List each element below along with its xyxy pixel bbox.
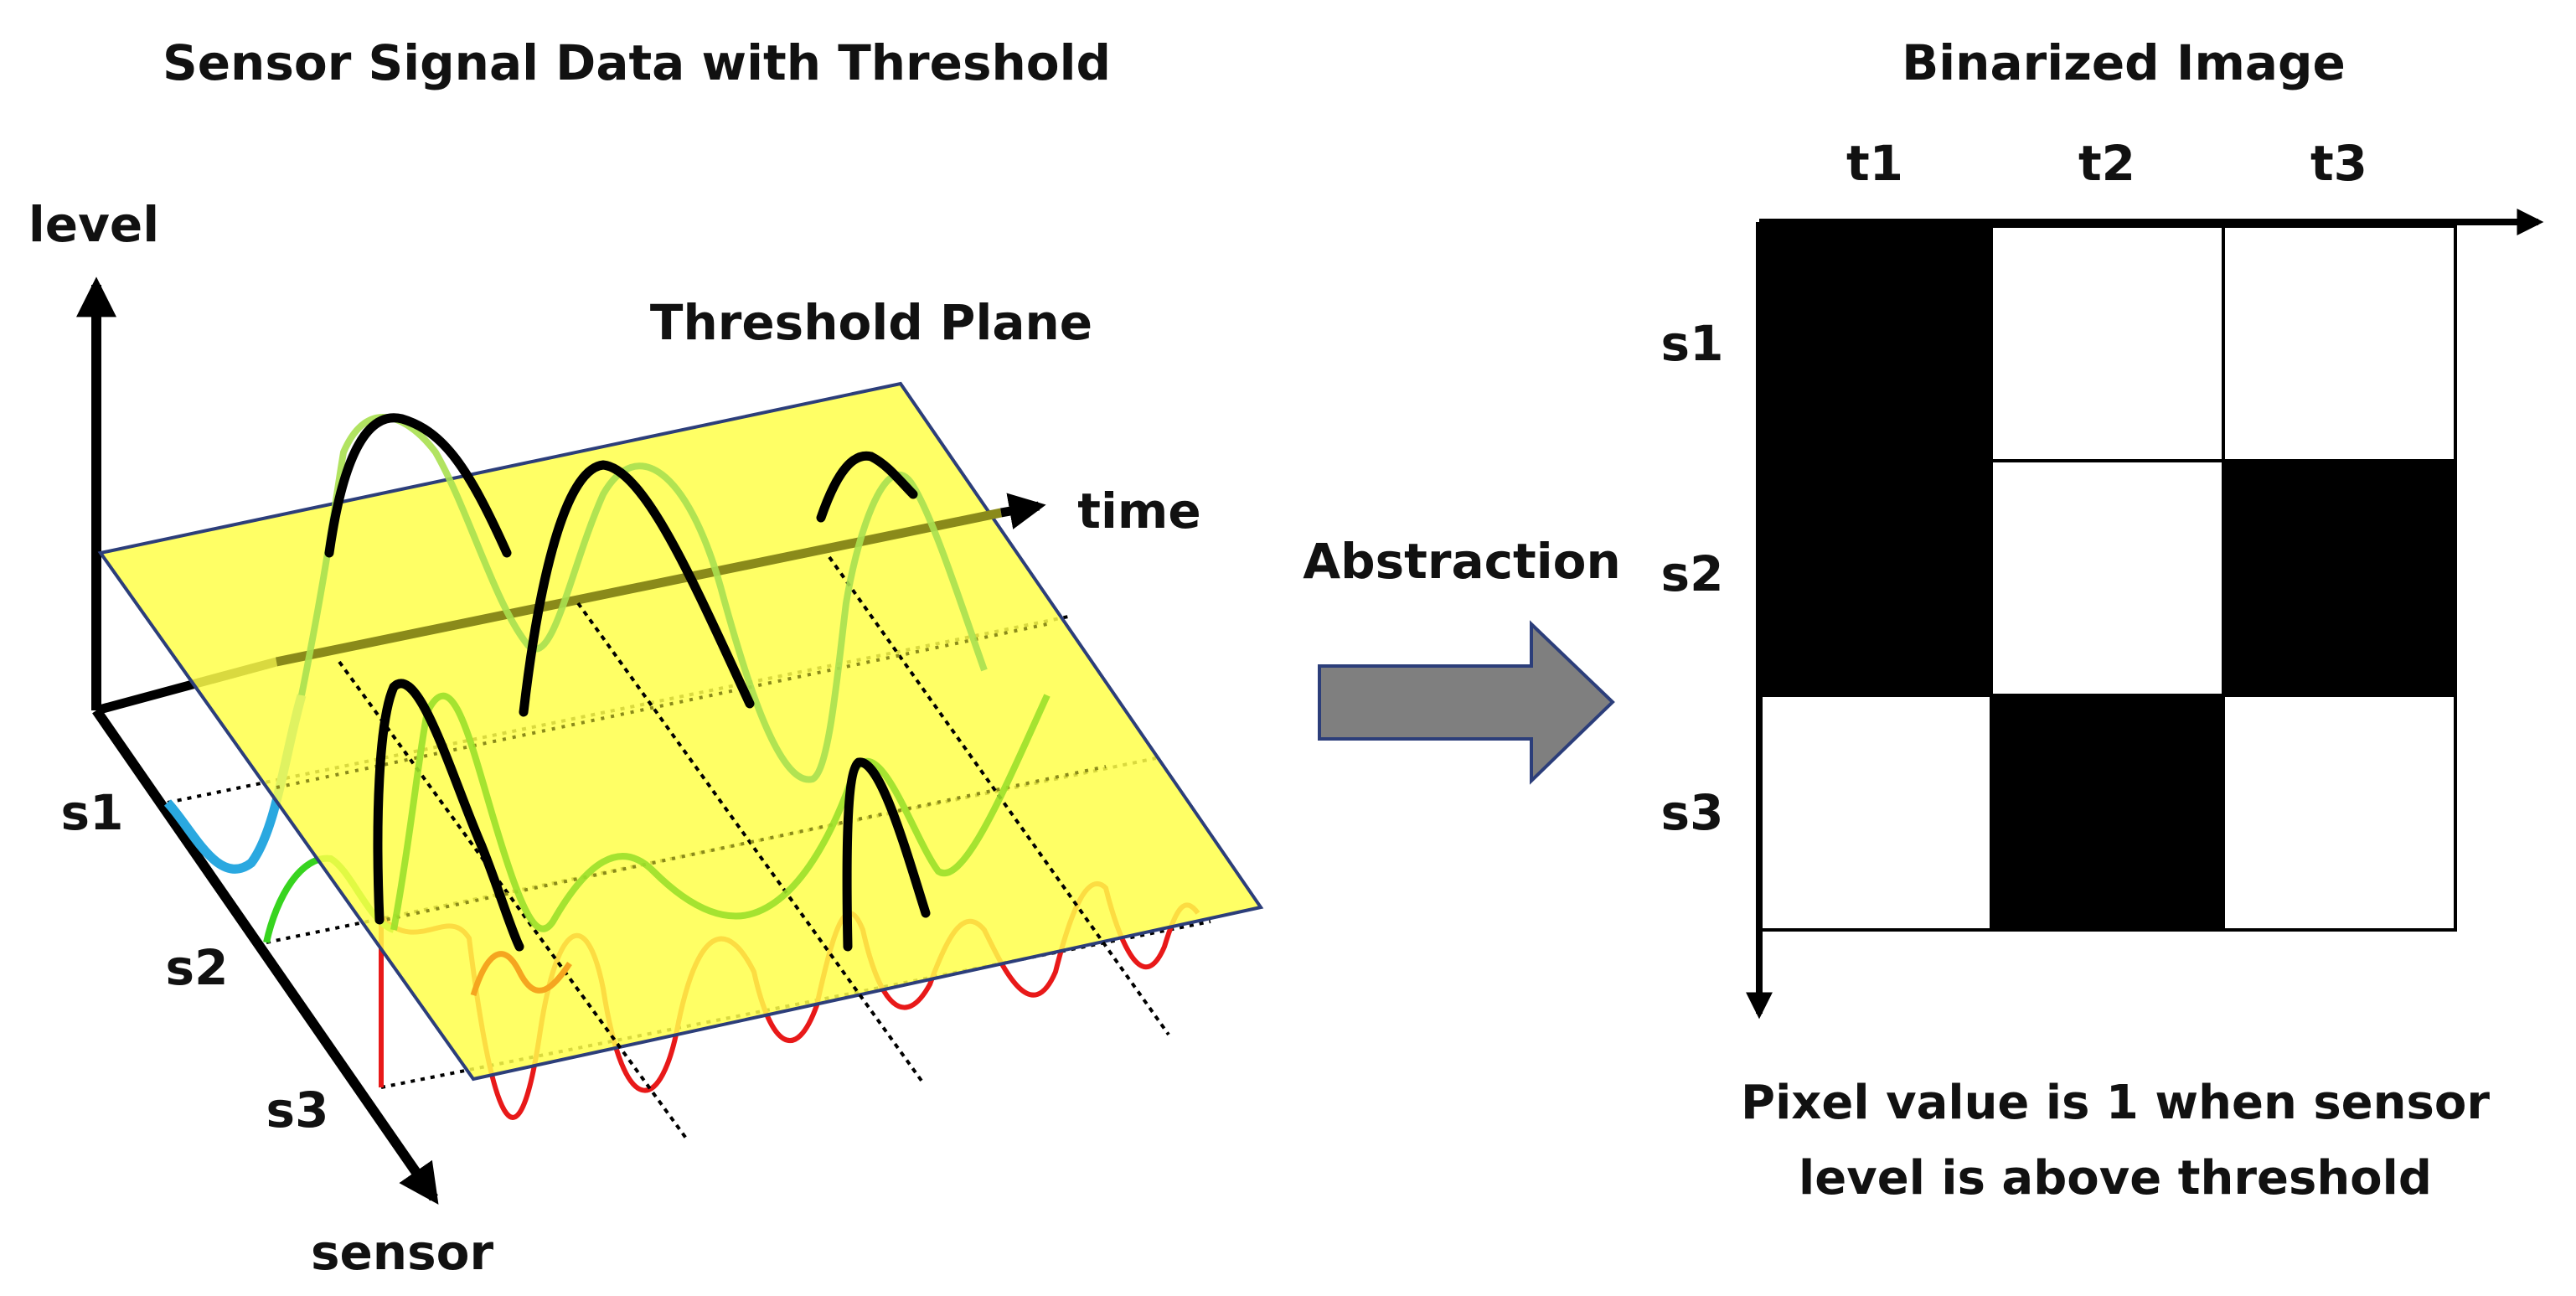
projection-line: [576, 602, 923, 1082]
plane-guide: [376, 765, 1107, 923]
pixel-r2-c2: [1990, 459, 2225, 697]
abstraction-group: Abstraction: [1303, 533, 1621, 785]
pixel-r2-c3: [2222, 459, 2457, 697]
pixel-r1-c1: [1758, 225, 1993, 462]
sensor-label-s3: s3: [266, 1082, 329, 1139]
right-panel: Binarized Image t1 t2 t3 s1 s2 s3 Pixel …: [1661, 34, 2544, 1206]
threshold-plane-label: Threshold Plane: [650, 294, 1092, 351]
column-label-t1: t1: [1846, 135, 1903, 192]
threshold-plane: [97, 381, 1264, 1082]
s3-signal-through-plane: [470, 951, 572, 997]
abstraction-label: Abstraction: [1303, 533, 1621, 590]
s1-above-threshold-t1: [324, 413, 512, 558]
pixel-r3-c1: [1758, 694, 1993, 932]
s1-above-threshold-t2: [519, 460, 755, 717]
time-axis-through-plane: [275, 508, 1003, 667]
row-label-s3: s3: [1661, 784, 1724, 841]
caption-line2: level is above threshold: [1799, 1151, 2432, 1206]
column-label-t3: t3: [2310, 135, 2367, 192]
sensor-label-s1: s1: [61, 784, 124, 841]
right-panel-title: Binarized Image: [1902, 34, 2346, 91]
left-panel-title: Sensor Signal Data with Threshold: [163, 34, 1111, 91]
sensor-label-s2: s2: [166, 939, 229, 996]
left-panel: Sensor Signal Data with Threshold level …: [28, 34, 1264, 1281]
sensor-axis-label: sensor: [311, 1224, 494, 1281]
s2-above-threshold-t3: [842, 757, 931, 952]
caption-line1: Pixel value is 1 when sensor: [1741, 1076, 2490, 1130]
pixel-r2-c1: [1758, 459, 1993, 697]
abstraction-arrow: [1318, 620, 1615, 785]
s2-above-threshold-t1: [373, 679, 524, 952]
projection-line: [338, 660, 689, 1141]
s2-signal-through-plane: [390, 692, 1051, 932]
binarized-grid: [1758, 225, 2457, 932]
pixel-r3-c3: [2222, 694, 2457, 932]
s1-above-threshold-t3: [816, 451, 918, 523]
sensor-axis: [92, 707, 439, 1205]
level-axis-label: level: [28, 196, 159, 253]
pixel-r3-c2: [1990, 694, 2225, 932]
time-axis-arrow: [1000, 493, 1046, 529]
pixel-r1-c3: [2222, 225, 2457, 462]
row-label-s1: s1: [1661, 315, 1724, 372]
pixel-r1-c2: [1990, 225, 2225, 462]
time-axis-label: time: [1077, 483, 1200, 540]
column-label-t2: t2: [2078, 135, 2135, 192]
row-label-s2: s2: [1661, 545, 1724, 602]
plane-guide: [276, 622, 1048, 789]
